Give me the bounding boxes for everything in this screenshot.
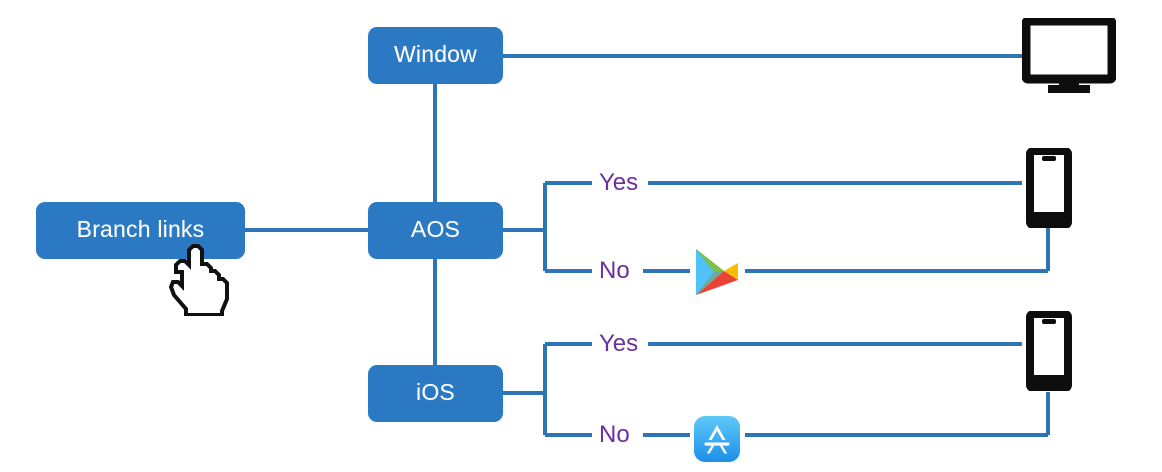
node-branch-links-label: Branch links	[76, 216, 205, 242]
google-play-store-icon[interactable]	[690, 247, 746, 297]
mobile-phone-icon-aos	[1026, 148, 1072, 228]
node-branch-links[interactable]: Branch links	[36, 202, 245, 259]
branch-label-aos-yes: Yes	[599, 169, 639, 196]
node-window[interactable]: Window	[368, 27, 503, 84]
node-aos[interactable]: AOS	[368, 202, 503, 259]
branch-label-aos-no: No	[599, 257, 630, 284]
desktop-monitor-icon	[1022, 18, 1116, 93]
node-window-label: Window	[393, 41, 477, 67]
branch-label-ios-yes: Yes	[599, 330, 639, 357]
branch-label-ios-no: No	[599, 421, 630, 448]
hand-pointer-cursor	[168, 244, 229, 316]
app-store-a-glyph	[704, 425, 730, 454]
apple-app-store-icon[interactable]	[692, 414, 742, 464]
node-ios[interactable]: iOS	[368, 365, 503, 422]
app-store-tile	[694, 416, 740, 462]
node-aos-label: AOS	[410, 216, 461, 242]
node-ios-label: iOS	[416, 379, 455, 405]
google-play-triangle	[696, 249, 738, 295]
mobile-phone-icon-ios	[1026, 311, 1072, 391]
